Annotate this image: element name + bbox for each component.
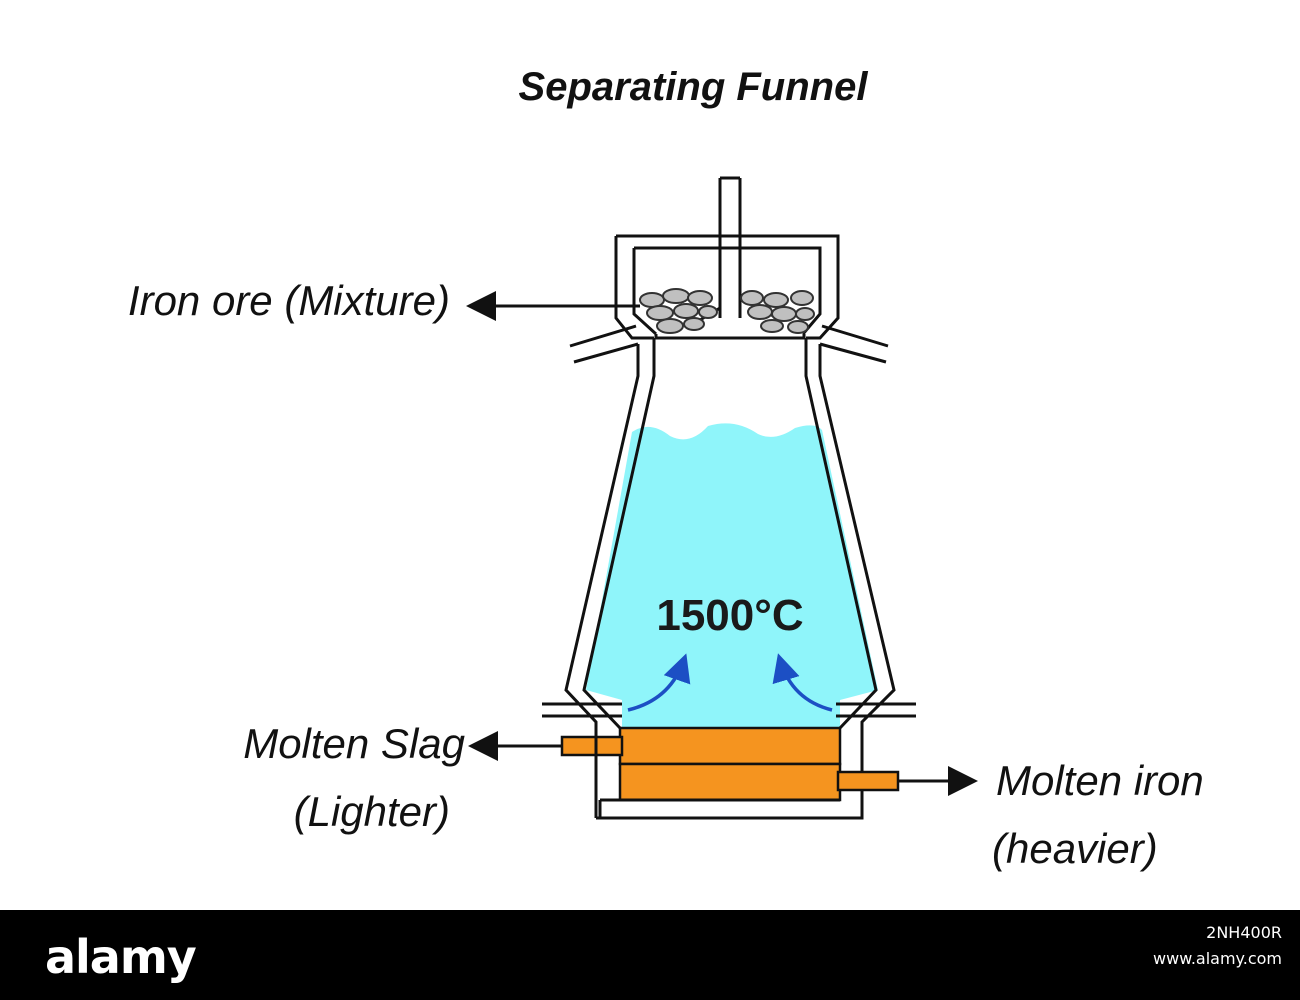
hot-air-arrow-left bbox=[627, 653, 691, 712]
tuyere-right bbox=[836, 702, 916, 718]
shaft-wall-left bbox=[564, 344, 640, 818]
temperature-label: 1500°C bbox=[656, 591, 803, 640]
watermark-banner: alamy 2NH400R www.alamy.com bbox=[0, 910, 1300, 1000]
molten-iron-label: Molten iron bbox=[996, 757, 1204, 804]
hopper-outer-left bbox=[614, 236, 654, 340]
tuyere-left bbox=[542, 702, 622, 718]
iron-ore-right bbox=[740, 290, 815, 334]
shaft-wall-right-inner bbox=[804, 338, 878, 730]
molten-slag-sublabel: (Lighter) bbox=[294, 788, 450, 835]
gas-outlet-left bbox=[569, 324, 639, 364]
shaft-wall-right bbox=[818, 344, 896, 772]
hopper-inner bbox=[632, 246, 822, 336]
molten-slag-label: Molten Slag bbox=[243, 720, 465, 767]
hopper-outer bbox=[616, 234, 840, 340]
watermark-image-info: 2NH400R www.alamy.com bbox=[1153, 920, 1282, 972]
watermark-site: www.alamy.com bbox=[1153, 949, 1282, 968]
hearth-base bbox=[596, 790, 864, 820]
molten-iron-sublabel: (heavier) bbox=[992, 825, 1158, 872]
iron-ore-label: Iron ore (Mixture) bbox=[128, 277, 450, 324]
gas-outlet-right bbox=[819, 324, 889, 364]
slag-outlet-pipe bbox=[560, 735, 624, 757]
diagram-title: Separating Funnel bbox=[519, 65, 869, 109]
molten-slag-layer bbox=[618, 726, 842, 766]
molten-iron-layer bbox=[618, 762, 842, 802]
iron-ore-left bbox=[639, 288, 718, 334]
blast-furnace-diagram: Separating Funnel bbox=[128, 65, 1204, 872]
shaft-wall-left-inner bbox=[582, 338, 656, 730]
iron-outlet-pipe bbox=[836, 770, 900, 792]
watermark-image-id: 2NH400R bbox=[1206, 923, 1282, 942]
molten-liquid bbox=[586, 423, 878, 728]
hot-air-arrow-right bbox=[772, 653, 833, 712]
watermark-brand-logo: alamy bbox=[45, 930, 197, 984]
